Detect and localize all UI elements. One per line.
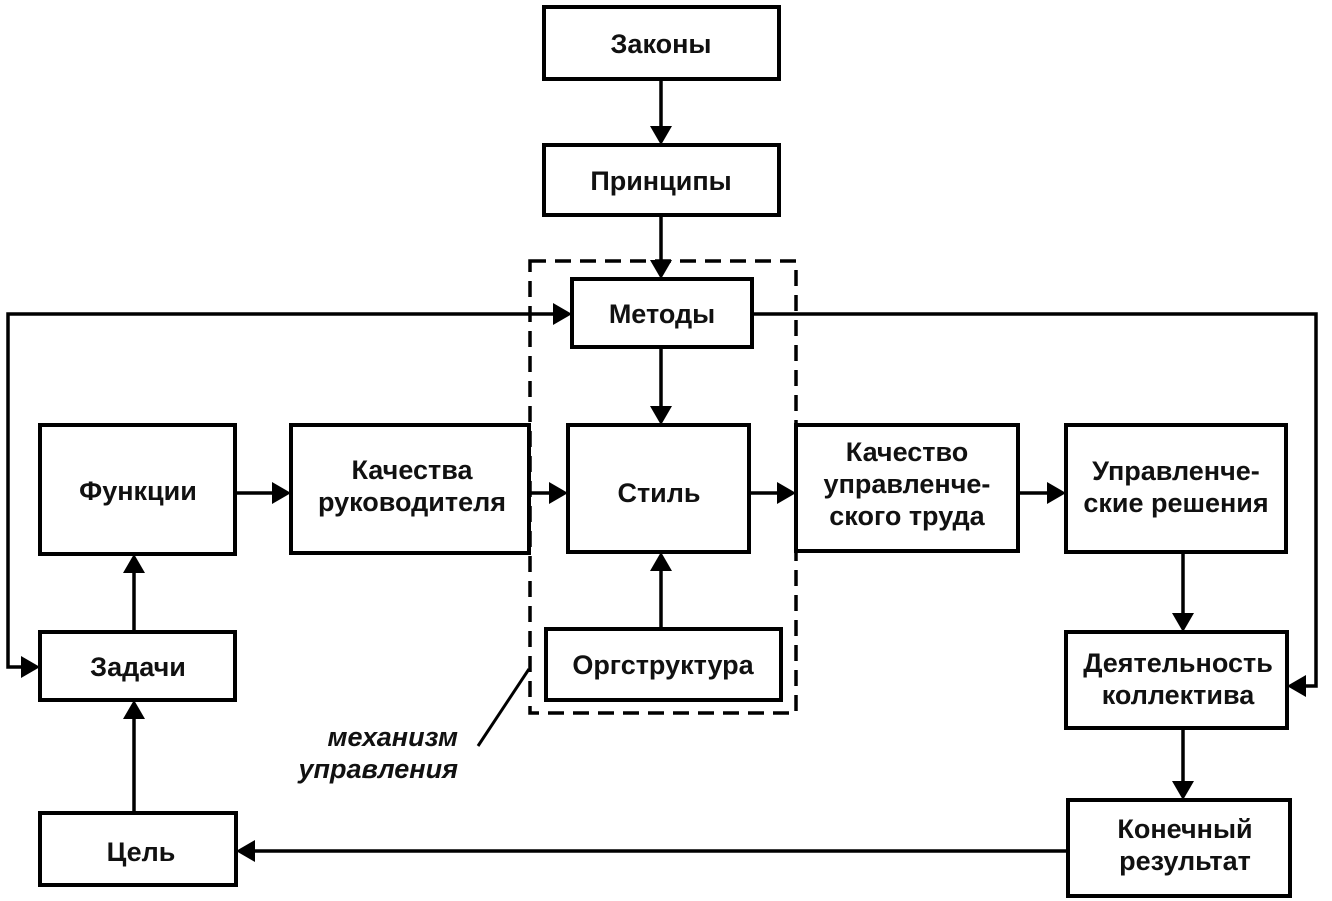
connectors — [6, 79, 1318, 862]
label-line: Задачи — [90, 652, 186, 682]
node-tasks: Задачи — [38, 630, 237, 702]
node-label: Оргструктура — [572, 650, 754, 680]
label-line: Принципы — [590, 166, 731, 196]
node-goal: Цель — [38, 811, 238, 887]
label-line: управления — [297, 754, 459, 784]
node-methods: Методы — [570, 277, 754, 349]
node-label: Цель — [107, 837, 176, 867]
label-line: Стиль — [617, 478, 700, 508]
arrowhead-icon — [1172, 613, 1194, 632]
label-line: Качества — [352, 455, 474, 485]
node-style: Стиль — [566, 423, 751, 554]
arrowhead-icon — [549, 482, 568, 504]
label-line: ского труда — [829, 501, 985, 531]
label-line: управленче- — [824, 469, 991, 499]
arrowhead-icon — [650, 126, 672, 145]
arrowhead-icon — [272, 482, 291, 504]
node-decisions: Управленче-ские решения — [1064, 423, 1288, 554]
node-org-structure: Оргструктура — [544, 627, 783, 702]
edge-tasks-methods-loop — [6, 312, 555, 669]
arrowhead-icon — [1287, 675, 1306, 697]
node-label: Задачи — [90, 652, 186, 682]
label-line: Качество — [846, 437, 968, 467]
group-callout-line — [476, 668, 531, 747]
arrowhead-icon — [777, 482, 796, 504]
arrowhead-icon — [650, 406, 672, 425]
arrowhead-icon — [650, 552, 672, 571]
node-label: Функции — [79, 476, 197, 506]
label-line: Деятельность — [1083, 648, 1273, 678]
arrowhead-icon — [21, 656, 40, 678]
label-line: Конечный — [1117, 814, 1252, 844]
label-line: коллектива — [1102, 680, 1256, 710]
node-principles: Принципы — [542, 143, 781, 217]
node-label: Методы — [609, 299, 715, 329]
label-line: Методы — [609, 299, 715, 329]
arrowhead-icon — [236, 840, 255, 862]
label-line: Функции — [79, 476, 197, 506]
node-label: Управленче-ские решения — [1083, 456, 1268, 518]
node-label: Стиль — [617, 478, 700, 508]
label-line: руководителя — [318, 487, 506, 517]
node-functions: Функции — [38, 423, 237, 556]
label-line: ские решения — [1083, 488, 1268, 518]
arrowhead-icon — [553, 303, 572, 325]
label-line: Законы — [611, 29, 712, 59]
node-laws: Законы — [542, 5, 781, 81]
label-line: Оргструктура — [572, 650, 754, 680]
label-line: Управленче- — [1092, 456, 1260, 486]
arrowhead-icon — [123, 700, 145, 719]
label-line: результат — [1119, 846, 1251, 876]
label-line: Цель — [107, 837, 176, 867]
arrowhead-icon — [650, 260, 672, 279]
arrowhead-icon — [123, 554, 145, 573]
arrowhead-icon — [1047, 482, 1066, 504]
label-line: механизм — [327, 722, 458, 752]
arrowhead-icon — [1172, 781, 1194, 800]
node-label: Законы — [611, 29, 712, 59]
edge-methods-team — [752, 312, 1318, 688]
node-label: Принципы — [590, 166, 731, 196]
